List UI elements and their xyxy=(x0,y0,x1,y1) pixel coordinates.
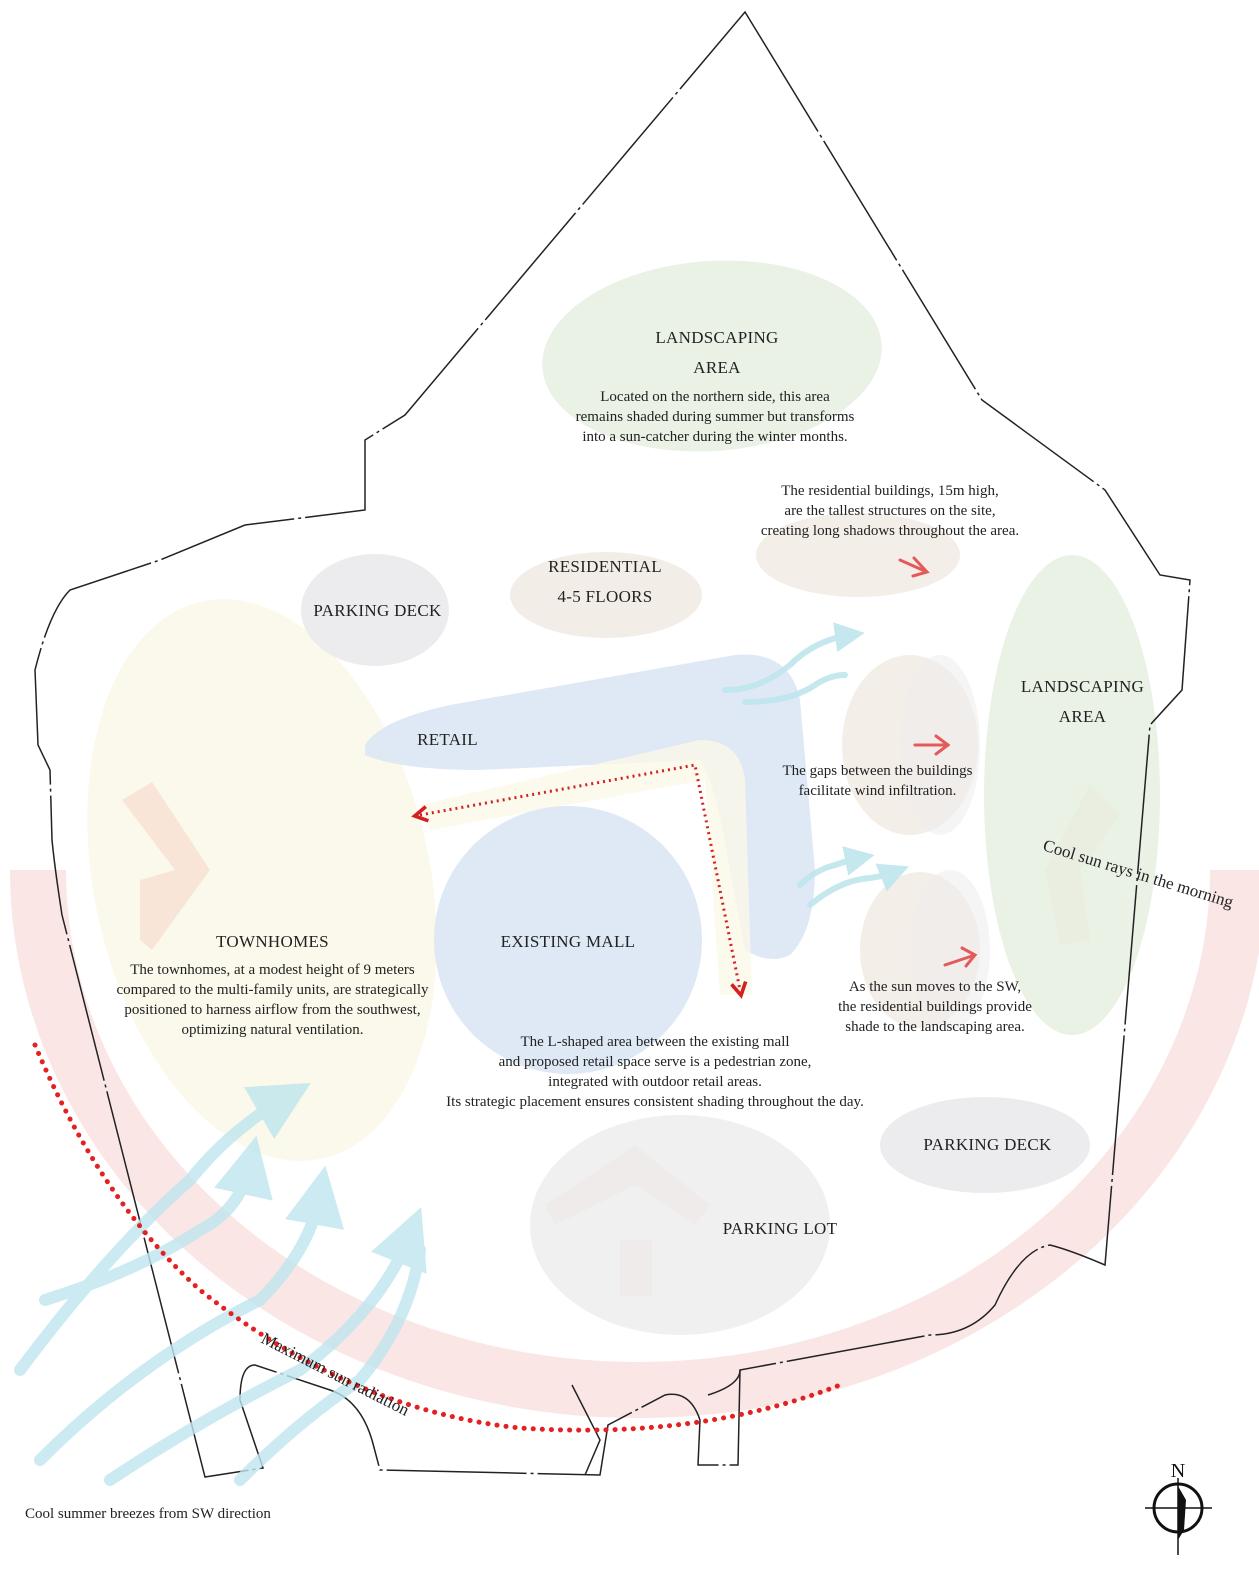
landscaping-east-title: LANDSCAPING AREA xyxy=(1020,677,1145,726)
breeze-label: Cool summer breezes from SW direction xyxy=(25,1506,271,1522)
parking-deck-nw-zone xyxy=(301,554,449,666)
sun-path-dotted xyxy=(32,1042,843,1433)
landscaping-east-zone xyxy=(984,555,1160,1035)
townhomes-zone xyxy=(87,599,437,1161)
pedestrian-l-zone xyxy=(420,740,752,995)
parking-lot-zone xyxy=(530,1115,830,1335)
parking-lot-title: PARKING LOT xyxy=(722,1219,838,1238)
landscaping-north-zone xyxy=(542,260,882,452)
parking-deck-nw-title: PARKING DECK xyxy=(313,601,442,620)
pedestrian-zone-note: The L-shaped area between the existing m… xyxy=(446,1034,864,1110)
parking-deck-se-zone xyxy=(880,1097,1090,1193)
site-boundary-notch xyxy=(571,1369,741,1476)
site-boundary xyxy=(34,10,1191,1478)
landscaping-north-title: LANDSCAPING AREA xyxy=(655,328,779,377)
sw-breeze-flows xyxy=(14,1082,427,1486)
north-label: N xyxy=(1171,1460,1185,1482)
retail-title: RETAIL xyxy=(417,730,478,749)
residential-height-note: The residential buildings, 15m high, are… xyxy=(760,483,1020,539)
gap-breeze-flows xyxy=(722,622,909,908)
residential-zone xyxy=(510,552,702,638)
landscaping-north-description: Located on the northern side, this area … xyxy=(575,389,855,445)
retail-zone xyxy=(365,654,815,959)
residential-ne-zone xyxy=(756,513,960,597)
residential-pod-2-shadow xyxy=(910,870,990,1030)
parking-deck-se-title: PARKING DECK xyxy=(923,1135,1052,1154)
north-arrow-icon: N xyxy=(1145,1460,1212,1555)
townhomes-description: The townhomes, at a modest height of 9 m… xyxy=(116,962,429,1038)
townhomes-chevron-shape xyxy=(122,782,210,950)
existing-mall-title: EXISTING MALL xyxy=(500,932,636,951)
sw-sun-note: As the sun moves to the SW, the resident… xyxy=(838,979,1032,1035)
pedestrian-path-arrow xyxy=(411,763,748,999)
shadow-arrows xyxy=(898,556,978,968)
residential-title: RESIDENTIAL 4-5 FLOORS xyxy=(548,557,662,606)
townhomes-title: TOWNHOMES xyxy=(216,932,329,951)
gaps-note: The gaps between the buildings facilitat… xyxy=(782,763,973,799)
sun-band-arc xyxy=(10,869,1259,1418)
